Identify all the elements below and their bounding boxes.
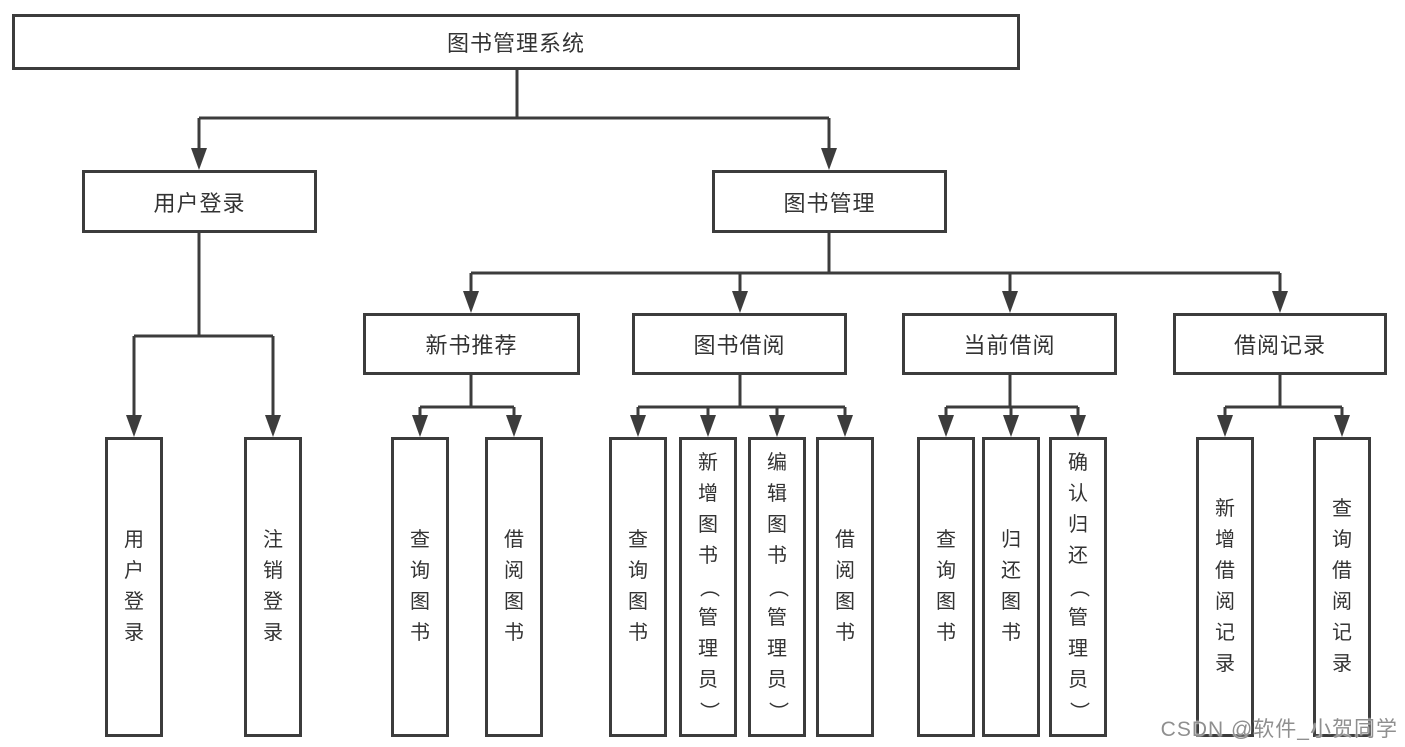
node-book-borrowing: 图书借阅	[632, 313, 847, 375]
node-current-borrowing: 当前借阅	[902, 313, 1117, 375]
node-leaf-logout: 注销登录	[244, 437, 302, 737]
node-leaf-add-books-admin: 新增图书（管理员）	[679, 437, 737, 737]
node-borrowing-records: 借阅记录	[1173, 313, 1387, 375]
node-leaf-borrow-books-bb: 借阅图书	[816, 437, 874, 737]
node-user-login: 用户登录	[82, 170, 317, 233]
node-book-management: 图书管理	[712, 170, 947, 233]
node-leaf-query-books-cb: 查询图书	[917, 437, 975, 737]
node-library-management-system: 图书管理系统	[12, 14, 1020, 70]
node-leaf-query-books-rec: 查询图书	[391, 437, 449, 737]
node-leaf-return-books: 归还图书	[982, 437, 1040, 737]
node-leaf-edit-books-admin: 编辑图书（管理员）	[748, 437, 806, 737]
csdn-watermark: CSDN @软件_小贺同学	[1160, 718, 1398, 741]
node-leaf-user-login: 用户登录	[105, 437, 163, 737]
node-leaf-query-borrow-record: 查询借阅记录	[1313, 437, 1371, 737]
node-leaf-query-books-bb: 查询图书	[609, 437, 667, 737]
node-leaf-add-borrow-record: 新增借阅记录	[1196, 437, 1254, 737]
node-leaf-borrow-books-rec: 借阅图书	[485, 437, 543, 737]
node-new-book-recommendation: 新书推荐	[363, 313, 580, 375]
node-leaf-confirm-return-admin: 确认归还（管理员）	[1049, 437, 1107, 737]
